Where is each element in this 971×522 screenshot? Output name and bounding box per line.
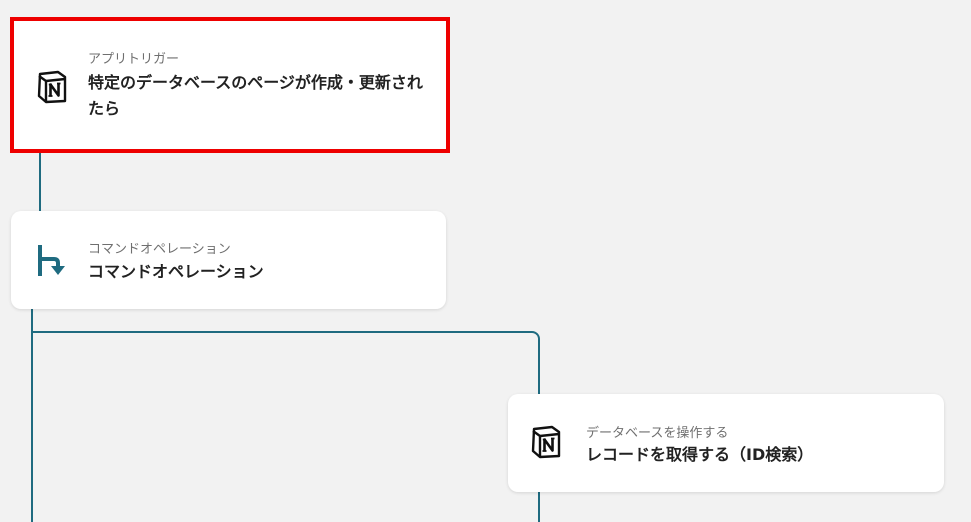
command-subtitle: コマンドオペレーション (88, 242, 231, 257)
connector-branch-horizontal (31, 331, 532, 333)
db-operation-card[interactable]: データベースを操作する レコードを取得する（ID検索） (508, 394, 944, 492)
trigger-subtitle: アプリトリガー (88, 52, 180, 67)
command-title: コマンドオペレーション (88, 262, 264, 281)
db-operation-title: レコードを取得する（ID検索） (586, 445, 814, 464)
connector-db-operation-down (538, 492, 540, 522)
connector-trigger-to-command (39, 150, 41, 212)
trigger-title: 特定のデータベースのページが作成・更新されたら (88, 73, 423, 118)
connector-command-down (31, 308, 33, 522)
notion-icon (528, 424, 564, 460)
branch-icon (33, 244, 67, 278)
notion-icon (34, 69, 70, 105)
connector-branch-down (538, 339, 540, 395)
command-operation-card[interactable]: コマンドオペレーション コマンドオペレーション (11, 211, 446, 309)
connector-branch-corner (530, 331, 540, 341)
db-operation-subtitle: データベースを操作する (586, 426, 729, 441)
trigger-card[interactable]: アプリトリガー 特定のデータベースのページが作成・更新されたら (10, 17, 450, 153)
